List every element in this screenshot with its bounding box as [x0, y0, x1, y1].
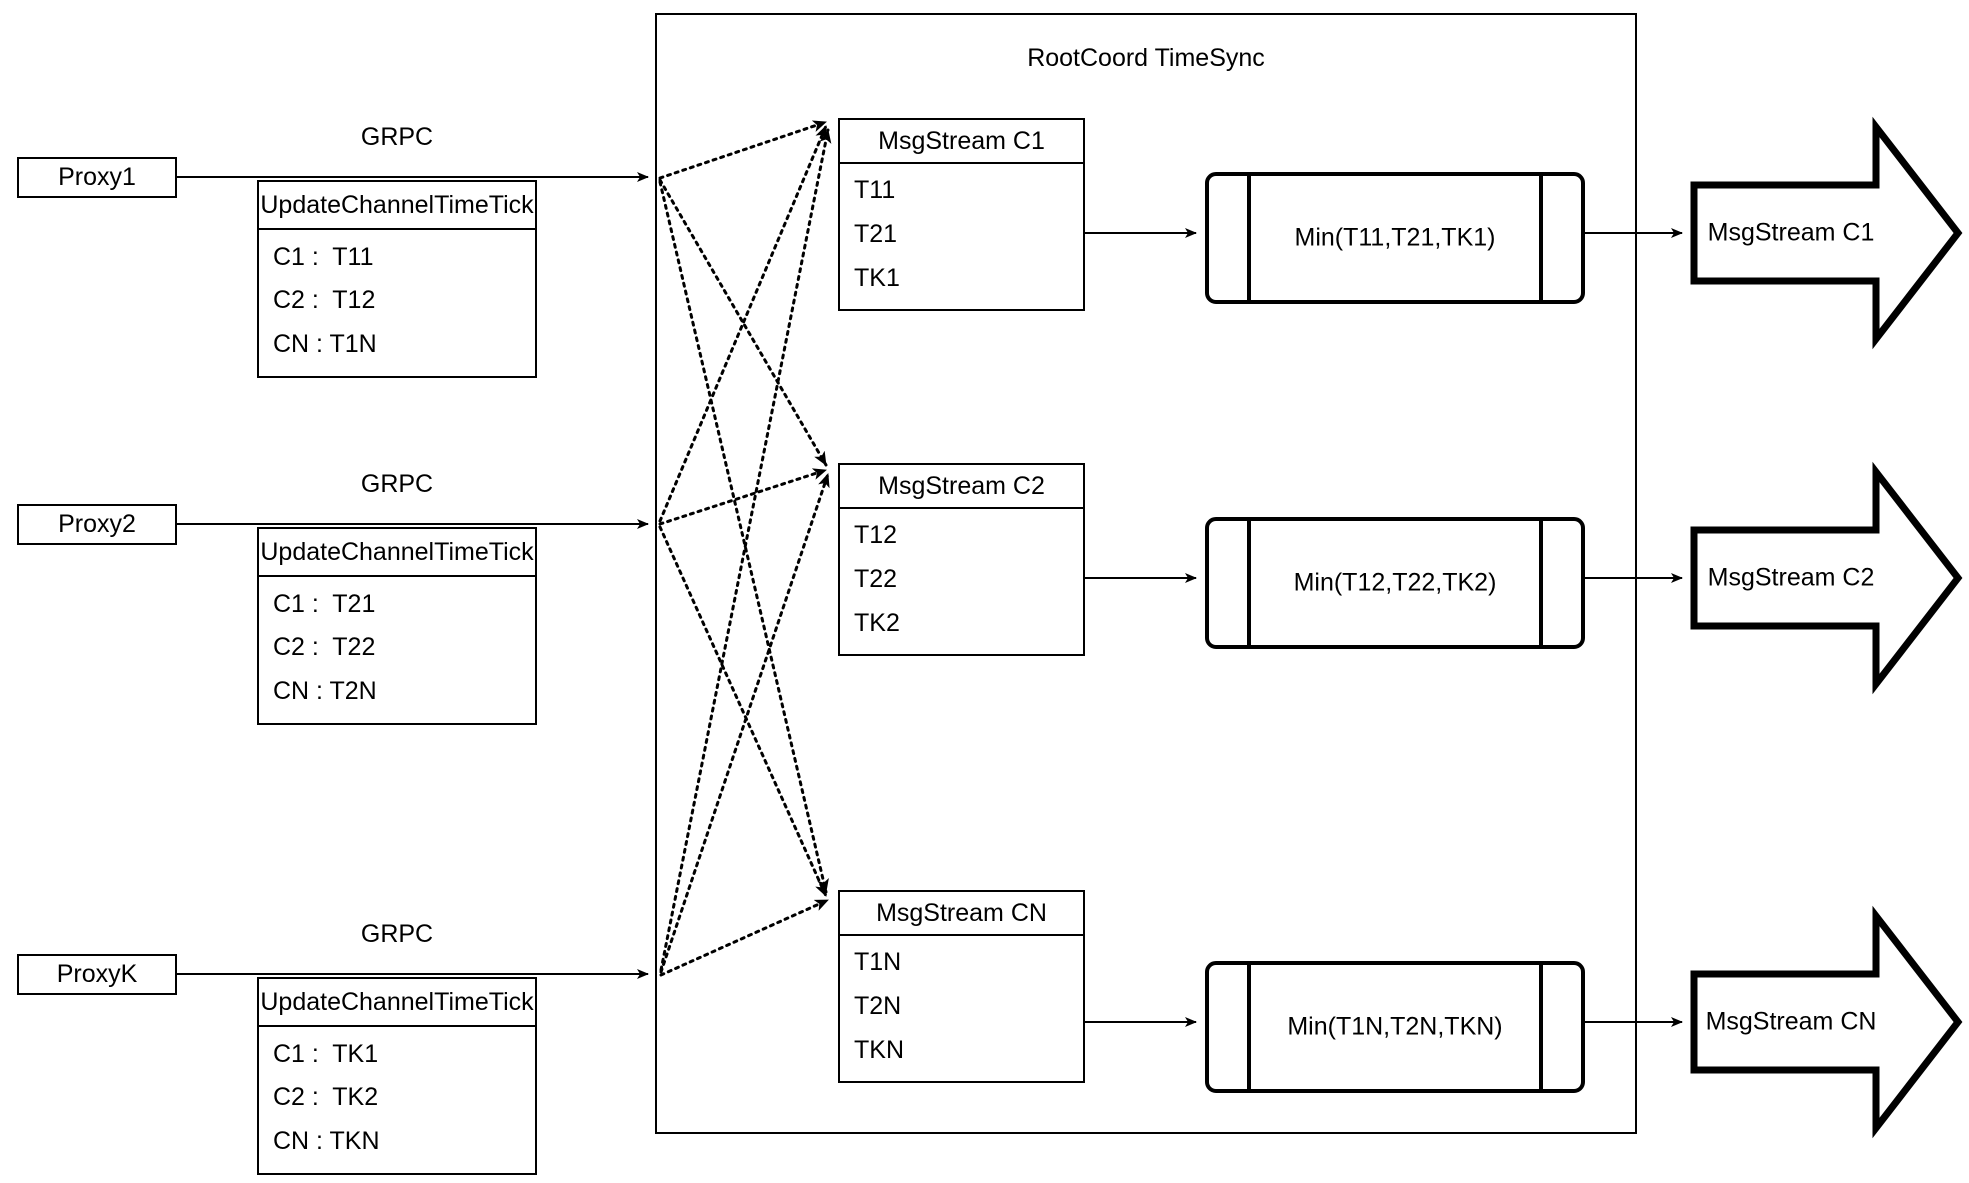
update-channel-timetick-box-2: UpdateChannelTimeTick C1 : T21 C2 : T22 … [257, 527, 537, 725]
msgstream-box-c1: MsgStream C1 T11 T21 TK1 [838, 118, 1085, 311]
reducer-divider-left [1247, 965, 1251, 1089]
output-block-arrow-c1: MsgStream C1 [1690, 116, 1963, 350]
msgstream-row: T2N [854, 991, 902, 1020]
msgstream-row: T1N [854, 947, 902, 976]
reducer-divider-right [1539, 521, 1543, 645]
uct-row: CN : TKN [273, 1126, 380, 1155]
grpc-label-2: GRPC [360, 470, 434, 498]
uct-row: CN : T1N [273, 329, 377, 358]
grpc-label-1: GRPC [360, 123, 434, 151]
uct-row: CN : T2N [273, 676, 377, 705]
uct-rows: C1 : T11 C2 : T12 CN : T1N [259, 230, 535, 376]
uct-row: C1 : T11 [273, 243, 374, 272]
uct-row: C2 : TK2 [273, 1083, 379, 1112]
uct-title: UpdateChannelTimeTick [259, 979, 535, 1027]
rootcoord-timesync-container [655, 13, 1637, 1134]
proxy-box-2[interactable]: Proxy2 [17, 504, 177, 545]
msgstream-row: TK2 [854, 609, 900, 638]
msgstream-title: MsgStream CN [840, 892, 1083, 936]
reducer-box-cn: Min(T1N,T2N,TKN) [1205, 961, 1585, 1093]
update-channel-timetick-box-k: UpdateChannelTimeTick C1 : TK1 C2 : TK2 … [257, 977, 537, 1175]
rootcoord-timesync-title: RootCoord TimeSync [1027, 44, 1265, 72]
msgstream-title: MsgStream C1 [840, 120, 1083, 164]
output-label: MsgStream C2 [1707, 563, 1875, 592]
msgstream-title: MsgStream C2 [840, 465, 1083, 509]
msgstream-rows: T12 T22 TK2 [840, 509, 1083, 654]
proxy-box-1[interactable]: Proxy1 [17, 157, 177, 198]
msgstream-row: T11 [854, 175, 896, 204]
reducer-divider-left [1247, 521, 1251, 645]
msgstream-rows: T11 T21 TK1 [840, 164, 1083, 309]
output-label: MsgStream C1 [1707, 218, 1875, 247]
uct-rows: C1 : TK1 C2 : TK2 CN : TKN [259, 1027, 535, 1173]
msgstream-row: TK1 [854, 264, 900, 293]
update-channel-timetick-box-1: UpdateChannelTimeTick C1 : T11 C2 : T12 … [257, 180, 537, 378]
uct-row: C1 : TK1 [273, 1040, 379, 1069]
output-label: MsgStream CN [1705, 1007, 1877, 1036]
msgstream-box-cn: MsgStream CN T1N T2N TKN [838, 890, 1085, 1083]
uct-row: C2 : T22 [273, 633, 376, 662]
uct-title: UpdateChannelTimeTick [259, 182, 535, 230]
reducer-label: Min(T1N,T2N,TKN) [1287, 1012, 1503, 1041]
output-block-arrow-c2: MsgStream C2 [1690, 461, 1963, 695]
proxy-box-k[interactable]: ProxyK [17, 954, 177, 995]
reducer-divider-right [1539, 176, 1543, 300]
reducer-divider-right [1539, 965, 1543, 1089]
uct-row: C2 : T12 [273, 286, 376, 315]
msgstream-row: TKN [854, 1036, 904, 1065]
msgstream-box-c2: MsgStream C2 T12 T22 TK2 [838, 463, 1085, 656]
reducer-box-c1: Min(T11,T21,TK1) [1205, 172, 1585, 304]
reducer-label: Min(T12,T22,TK2) [1293, 568, 1497, 597]
reducer-box-c2: Min(T12,T22,TK2) [1205, 517, 1585, 649]
proxy-label: Proxy2 [58, 510, 136, 538]
grpc-label-k: GRPC [360, 920, 434, 948]
reducer-label: Min(T11,T21,TK1) [1294, 223, 1496, 252]
msgstream-rows: T1N T2N TKN [840, 936, 1083, 1081]
proxy-label: Proxy1 [58, 163, 136, 191]
msgstream-row: T22 [854, 564, 898, 593]
uct-rows: C1 : T21 C2 : T22 CN : T2N [259, 577, 535, 723]
output-block-arrow-cn: MsgStream CN [1690, 905, 1963, 1139]
uct-row: C1 : T21 [273, 590, 376, 619]
msgstream-row: T21 [854, 219, 898, 248]
uct-title: UpdateChannelTimeTick [259, 529, 535, 577]
msgstream-row: T12 [854, 520, 898, 549]
proxy-label: ProxyK [56, 960, 138, 988]
reducer-divider-left [1247, 176, 1251, 300]
